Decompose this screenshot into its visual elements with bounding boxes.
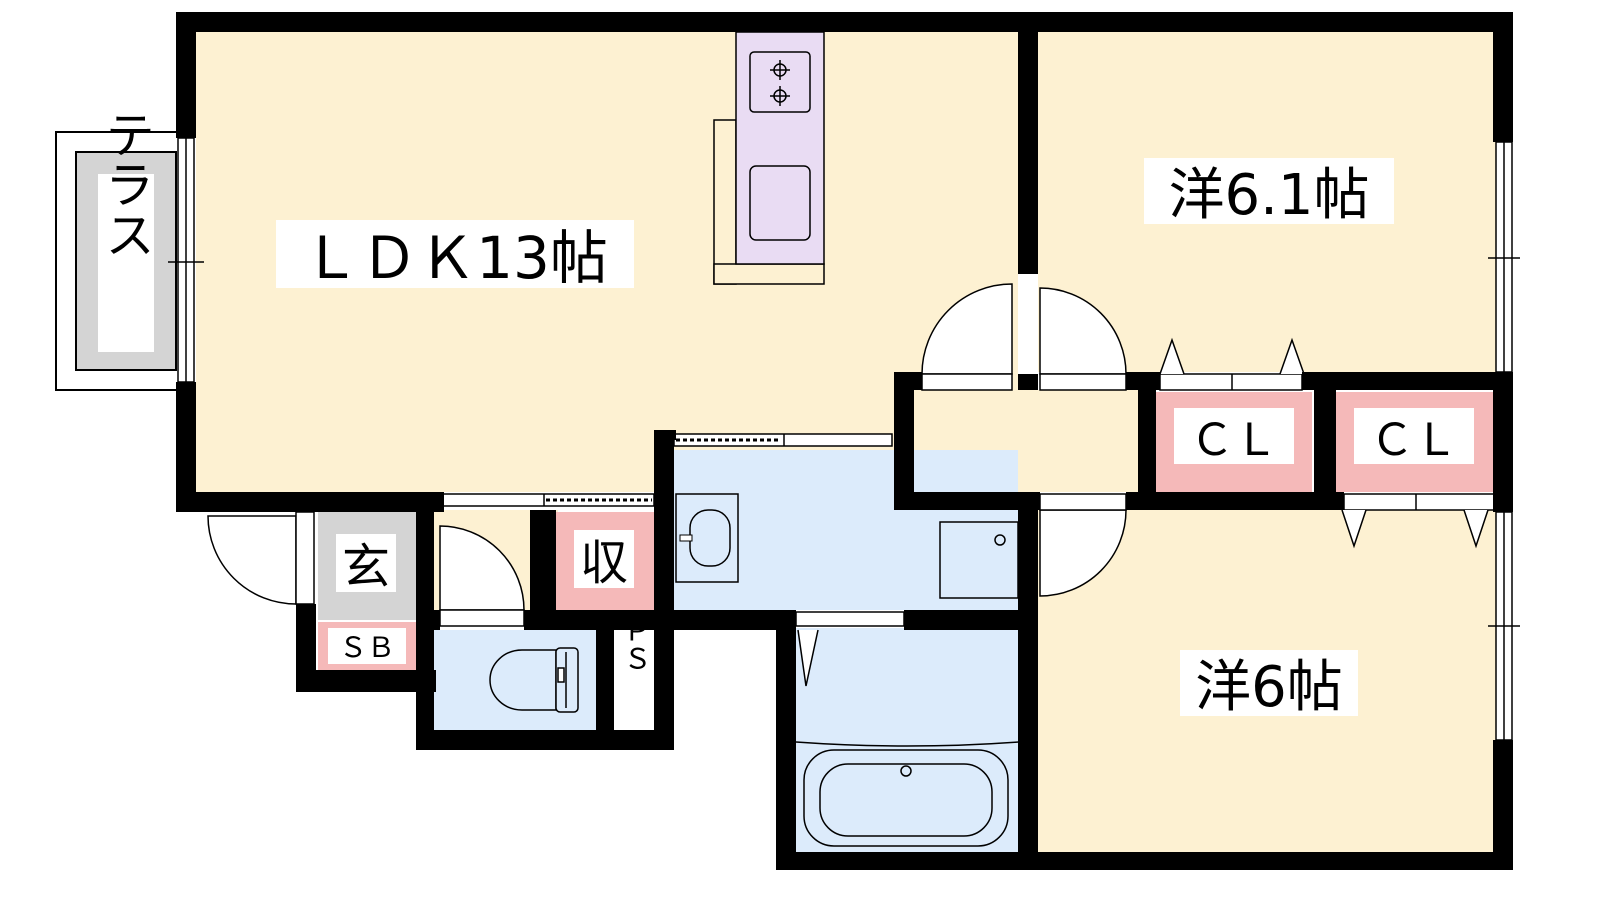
shoebox-label-bg [328,628,406,664]
kitchen-counter [713,119,737,285]
opening-dashes [546,438,780,502]
terrace-label: テラス [97,109,155,259]
closet-1-label: ＣＬ [1190,415,1278,466]
sliding-door-icons [433,433,905,627]
bathtub-inner [819,763,993,837]
bedroom-2-label: 洋6帖 [1195,655,1343,720]
door-swing-icons [207,283,1127,611]
washing-machine-drain [994,534,1006,546]
ldk-label-bg [276,220,634,288]
terrace-label-bg [98,174,154,352]
toilet-icon [489,647,579,713]
bedroom-1-label: 洋6.1帖 [1168,163,1369,228]
closet-2-label-bg [1354,408,1474,464]
storage-label: 収 [580,535,628,591]
closet-door-icons [797,337,1495,687]
burner-icon [770,60,790,106]
closet-2-label: ＣＬ [1370,415,1458,466]
pipe-space-label: ＰＳ [620,616,653,672]
pipe-space-floor [614,630,656,730]
bathtub-edge [795,741,1019,747]
closet-1-label-bg [1174,408,1294,464]
wash-basin-tap [679,534,693,542]
bedroom-2-label-bg [1180,650,1358,716]
washing-machine-icon [939,521,1019,599]
entrance-label-bg [336,534,396,592]
bathtub-drain [900,765,912,777]
kitchen-sink-icon [749,165,811,241]
ldk-label: ＬＤＫ13帖 [302,224,608,292]
kitchen-counter-base [713,263,825,285]
bedroom-1-label-bg [1144,158,1394,224]
shoebox-label: ＳＢ [339,631,395,664]
storage-label-bg [574,530,634,588]
walls [176,12,1513,870]
entrance-label: 玄 [342,539,390,595]
stove-top [749,51,811,113]
window-icons [168,137,1520,741]
wash-basin-bowl [689,509,731,567]
